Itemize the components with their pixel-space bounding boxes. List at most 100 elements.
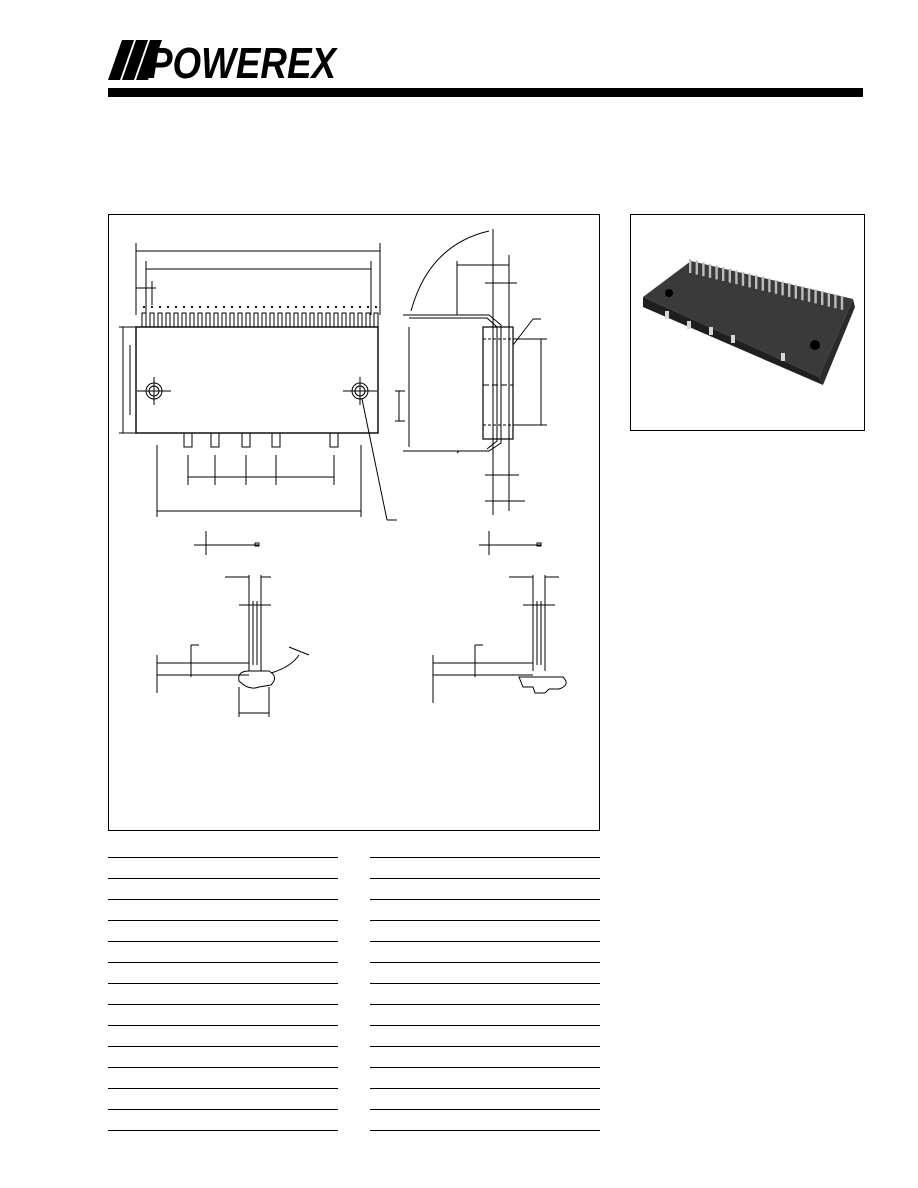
pin-marker bbox=[342, 305, 346, 309]
pin-marker bbox=[262, 305, 266, 309]
pin-marker bbox=[174, 305, 178, 309]
pin-marker bbox=[350, 305, 354, 309]
top-pin bbox=[357, 312, 363, 328]
header-rule bbox=[108, 88, 863, 97]
table-rule bbox=[370, 1130, 600, 1131]
product-photo-frame bbox=[630, 214, 865, 431]
table-rule bbox=[370, 1025, 600, 1026]
pin-marker bbox=[150, 305, 154, 309]
top-pin bbox=[277, 312, 283, 328]
table-rule bbox=[370, 857, 600, 858]
pin-marker bbox=[278, 305, 282, 309]
top-pin bbox=[205, 312, 211, 328]
module-pin bbox=[768, 278, 771, 293]
pin-marker bbox=[318, 305, 322, 309]
top-pin bbox=[173, 312, 179, 328]
module-pin bbox=[689, 259, 692, 273]
pin-marker bbox=[310, 305, 314, 309]
top-pin bbox=[269, 312, 275, 328]
pin-marker bbox=[254, 305, 258, 309]
pin-marker bbox=[358, 305, 362, 309]
pin-marker bbox=[158, 305, 162, 309]
pin-marker bbox=[142, 305, 146, 309]
pin-marker bbox=[190, 305, 194, 309]
top-pin bbox=[285, 312, 291, 328]
table-rule bbox=[370, 1067, 600, 1068]
module-power-pin bbox=[665, 311, 669, 319]
top-pin bbox=[365, 312, 371, 328]
top-pin bbox=[237, 312, 243, 328]
module-pin bbox=[827, 292, 830, 307]
product-photo bbox=[643, 259, 855, 385]
top-pin bbox=[293, 312, 299, 328]
module-pins bbox=[665, 259, 844, 361]
module-pin bbox=[735, 270, 738, 285]
top-pin bbox=[189, 312, 195, 328]
outline-drawing-frame bbox=[108, 214, 600, 831]
module-pin bbox=[788, 283, 791, 297]
pin-marker bbox=[182, 305, 186, 309]
table-rule bbox=[370, 878, 600, 879]
module-pin bbox=[695, 260, 698, 275]
pin-marker bbox=[198, 305, 202, 309]
module-pin bbox=[748, 273, 751, 288]
top-pin bbox=[309, 312, 315, 328]
top-pin bbox=[157, 312, 163, 328]
table-rule bbox=[370, 941, 600, 942]
pin-marker bbox=[366, 305, 370, 309]
pin-marker bbox=[326, 305, 330, 309]
table-rule bbox=[108, 878, 338, 879]
table-rule bbox=[108, 899, 338, 900]
table-rule bbox=[108, 941, 338, 942]
module-pin bbox=[807, 287, 811, 302]
module-pin bbox=[774, 279, 778, 294]
powerex-logo: POWEREX bbox=[108, 39, 338, 88]
table-rule bbox=[370, 962, 600, 963]
module-pin bbox=[814, 289, 817, 304]
table-rule bbox=[370, 1109, 600, 1110]
pin-marker bbox=[206, 305, 210, 309]
top-pin bbox=[301, 312, 307, 328]
table-rule bbox=[108, 962, 338, 963]
pin-marker bbox=[238, 305, 242, 309]
top-pin bbox=[149, 312, 155, 328]
pin-marker bbox=[286, 305, 290, 309]
module-pin bbox=[722, 267, 725, 281]
module-pin bbox=[715, 265, 718, 280]
module-pin bbox=[801, 286, 804, 301]
module-pin bbox=[708, 263, 712, 278]
table-rule bbox=[370, 899, 600, 900]
top-pin bbox=[197, 312, 203, 328]
pin-marker bbox=[166, 305, 170, 309]
pin-marker bbox=[334, 305, 338, 309]
top-pin-row bbox=[141, 305, 379, 328]
top-pin bbox=[165, 312, 171, 328]
top-pin bbox=[221, 312, 227, 328]
pin-marker bbox=[294, 305, 298, 309]
module-pin bbox=[840, 295, 844, 310]
logo-text: POWEREX bbox=[148, 40, 338, 84]
module-power-pin bbox=[687, 321, 691, 329]
module-pin bbox=[755, 275, 758, 289]
table-rule bbox=[370, 1088, 600, 1089]
table-rule bbox=[108, 983, 338, 984]
table-rule bbox=[108, 1067, 338, 1068]
table-rule bbox=[370, 1046, 600, 1047]
module-pin bbox=[761, 276, 764, 291]
top-pin bbox=[141, 312, 147, 328]
module-pin bbox=[741, 271, 745, 286]
top-pin bbox=[253, 312, 259, 328]
table-rule bbox=[108, 1046, 338, 1047]
pin-marker bbox=[214, 305, 218, 309]
table-rule bbox=[108, 1109, 338, 1110]
top-pin bbox=[317, 312, 323, 328]
module-pin bbox=[781, 281, 784, 296]
module-power-pin bbox=[781, 353, 785, 361]
pin-marker bbox=[270, 305, 274, 309]
pin-marker bbox=[374, 305, 378, 309]
module-pin bbox=[728, 268, 731, 283]
pin-marker bbox=[246, 305, 250, 309]
top-pin bbox=[229, 312, 235, 328]
top-pin bbox=[213, 312, 219, 328]
pin-marker bbox=[302, 305, 306, 309]
